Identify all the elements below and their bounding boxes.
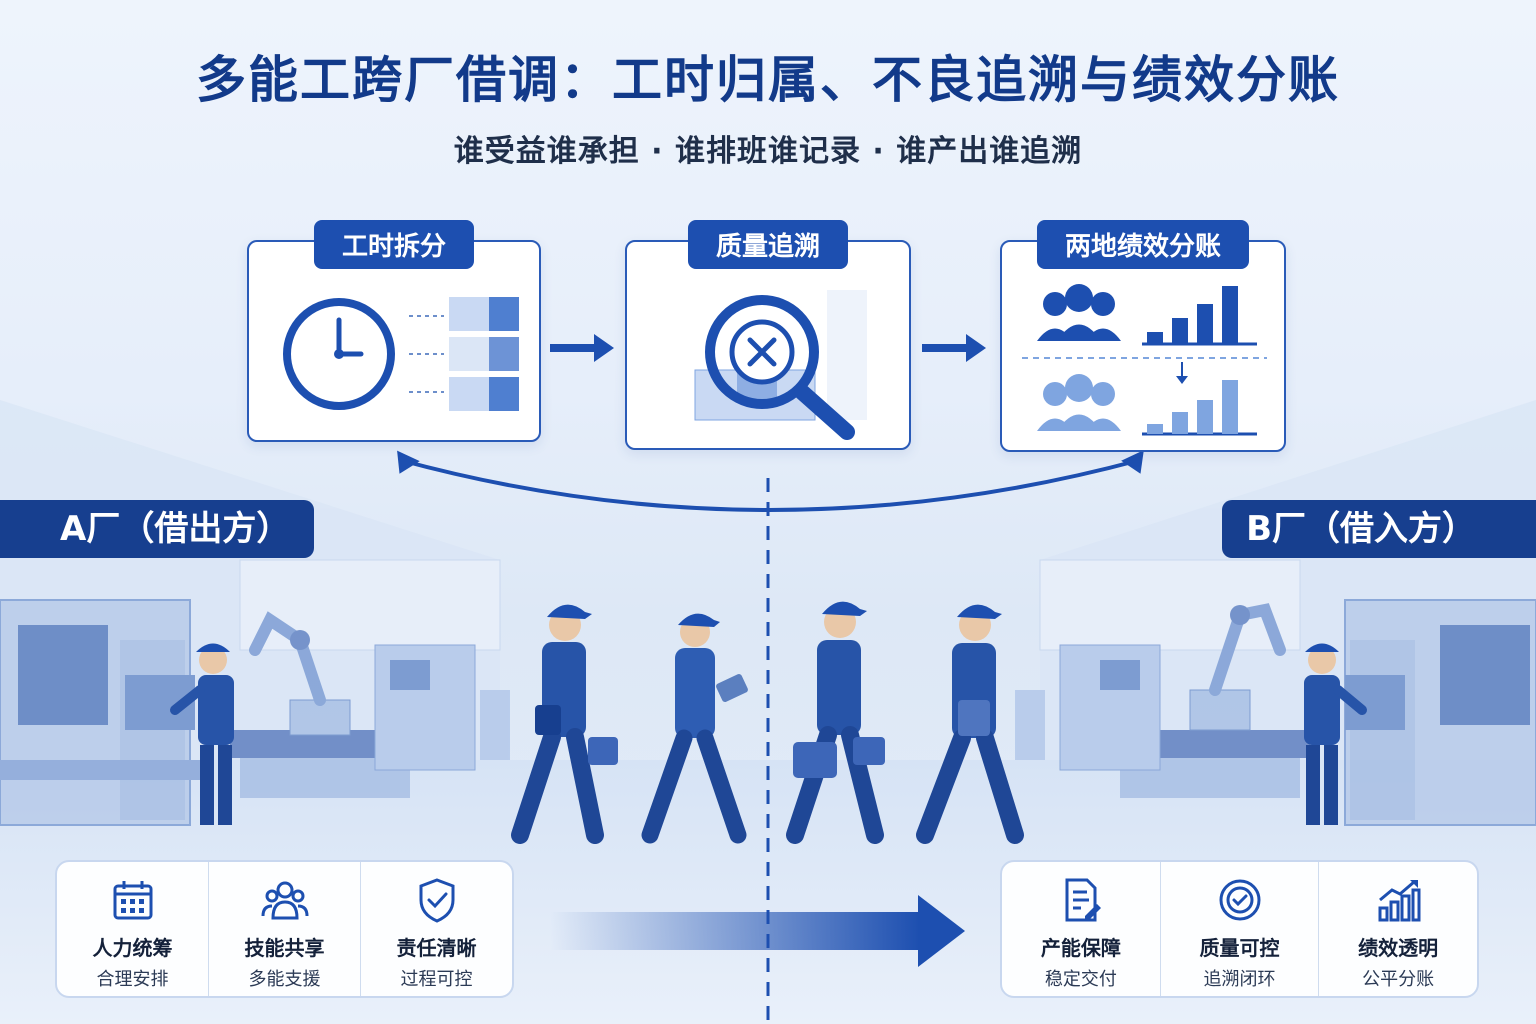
step-card-performance-split: 两地绩效分账 xyxy=(1000,220,1286,452)
factory-b-benefits-panel: 产能保障 稳定交付 质量可控 追溯闭环 绩效透明 公平分账 xyxy=(1000,860,1479,998)
worker-4 xyxy=(916,604,1024,844)
page-title: 多能工跨厂借调：工时归属、不良追溯与绩效分账 xyxy=(196,51,1340,109)
step-label: 两地绩效分账 xyxy=(1036,220,1250,269)
growth-chart-icon xyxy=(1378,880,1421,922)
step-card-quality-trace: 质量追溯 xyxy=(625,220,911,450)
clock-split-icon xyxy=(283,297,519,411)
feature-manpower: 人力统筹 合理安排 xyxy=(57,862,209,996)
worker-3 xyxy=(786,601,885,844)
operator-a-figure xyxy=(170,643,234,825)
factory-b-label: B厂（借入方） xyxy=(1222,500,1536,558)
feature-title: 责任清晰 xyxy=(396,936,477,960)
feature-capacity: 产能保障 稳定交付 xyxy=(1002,862,1161,996)
step-label: 质量追溯 xyxy=(687,220,849,269)
feature-subtitle: 公平分账 xyxy=(1362,969,1435,990)
feature-title: 产能保障 xyxy=(1040,936,1121,960)
factory-a-benefits-panel: 人力统筹 合理安排 技能共享 多能支援 责任清晰 过程可控 xyxy=(55,860,514,998)
feature-skill-share: 技能共享 多能支援 xyxy=(209,862,361,996)
document-edit-icon xyxy=(1065,878,1101,922)
transfer-arrow xyxy=(550,895,965,967)
feature-performance: 绩效透明 公平分账 xyxy=(1319,862,1477,996)
step-arrow-1 xyxy=(550,334,614,362)
feature-title: 技能共享 xyxy=(244,936,325,960)
walking-workers xyxy=(511,601,1024,844)
shield-check-icon xyxy=(419,878,454,923)
factory-b-hall xyxy=(1015,400,1536,826)
factory-a-hall xyxy=(0,400,510,826)
page-subtitle: 谁受益谁承担 · 谁排班谁记录 · 谁产出谁追溯 xyxy=(453,134,1083,169)
quality-badge-icon xyxy=(1219,879,1260,921)
people-group-icon xyxy=(261,881,308,920)
factory-a-label: A厂（借出方） xyxy=(0,500,315,558)
team-performance-chart-icon xyxy=(1022,284,1267,436)
feature-responsibility: 责任清晰 过程可控 xyxy=(361,862,512,996)
calendar-icon xyxy=(113,881,152,920)
feature-title: 质量可控 xyxy=(1199,936,1280,960)
step-card-time-split: 工时拆分 xyxy=(247,220,541,442)
feature-subtitle: 追溯闭环 xyxy=(1203,969,1276,990)
step-arrow-2 xyxy=(922,334,986,362)
feature-title: 绩效透明 xyxy=(1358,936,1439,960)
feature-subtitle: 过程可控 xyxy=(400,969,473,990)
operator-b-figure xyxy=(1304,643,1367,825)
worker-1 xyxy=(511,604,618,844)
feature-quality: 质量可控 追溯闭环 xyxy=(1161,862,1320,996)
step-label: 工时拆分 xyxy=(313,220,475,269)
worker-2 xyxy=(641,613,748,844)
feature-subtitle: 稳定交付 xyxy=(1044,969,1117,990)
return-curve-arrow xyxy=(399,458,1141,512)
feature-subtitle: 合理安排 xyxy=(96,969,169,990)
feature-title: 人力统筹 xyxy=(92,936,173,960)
feature-subtitle: 多能支援 xyxy=(248,969,321,990)
magnifier-defect-icon xyxy=(694,290,867,440)
